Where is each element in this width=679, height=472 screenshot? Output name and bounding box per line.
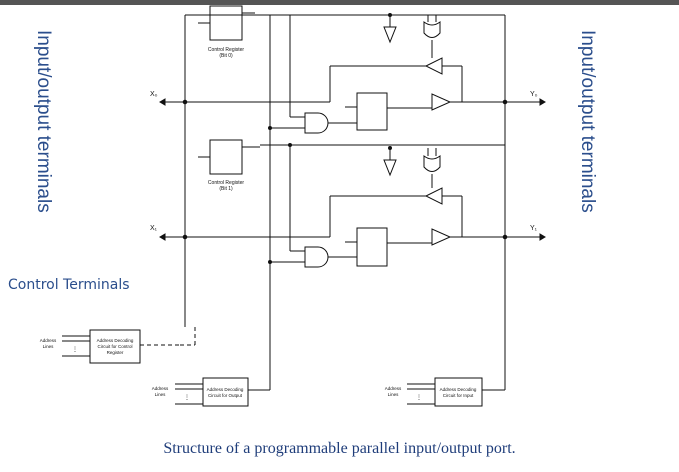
decoder-control-register: Address Lines ⋮ Address Decoding Circuit… — [40, 329, 180, 364]
latch-bit0 — [356, 92, 388, 131]
buffer-bit0-left — [424, 57, 443, 75]
svg-text:⋮: ⋮ — [72, 347, 78, 353]
svg-text:Lines: Lines — [155, 392, 167, 397]
buffer-bit1-right — [431, 228, 452, 246]
svg-text:Circuit for Input: Circuit for Input — [443, 393, 474, 398]
control-register-bit0-sub: (Bit 0) — [219, 53, 233, 59]
latch-bit1 — [356, 227, 388, 267]
decoder-input-box — [434, 377, 483, 407]
svg-text:⋮: ⋮ — [184, 395, 190, 401]
control-register-bit1-label: Control Register — [208, 180, 244, 186]
buffer-bit0-right — [431, 93, 452, 111]
y0-terminal-label: Y₀ — [530, 91, 538, 98]
svg-text:Address: Address — [40, 338, 57, 343]
y1-terminal-label: Y₁ — [530, 225, 538, 232]
or-gate-bit0 — [423, 21, 441, 38]
decoder-control-box — [89, 329, 141, 364]
svg-text:Register: Register — [107, 350, 124, 355]
bit1-section: Control Register (Bit 1) X₁ Y₁ — [150, 139, 546, 268]
control-terminals-label: Control Terminals — [8, 277, 130, 293]
bit0-section: Control Register (Bit 0) X₀ Y₀ — [150, 5, 546, 134]
x0-terminal-label: X₀ — [150, 91, 158, 98]
svg-text:Circuit for Output: Circuit for Output — [208, 393, 243, 398]
svg-text:⋮: ⋮ — [416, 395, 422, 401]
svg-text:Address: Address — [152, 386, 169, 391]
and-gate-bit0 — [304, 112, 329, 134]
buffer-bit0-down — [383, 26, 397, 44]
svg-text:Lines: Lines — [43, 344, 55, 349]
svg-text:Address Decoding: Address Decoding — [440, 387, 477, 392]
and-gate-bit1 — [304, 246, 329, 268]
control-register-bit0-label: Control Register — [208, 47, 244, 53]
control-register-bit1 — [209, 139, 243, 175]
svg-text:Circuit for Control: Circuit for Control — [97, 344, 132, 349]
decoder-output-box — [202, 377, 249, 407]
figure-caption: Structure of a programmable parallel inp… — [163, 440, 516, 457]
right-io-terminals-label: Input/output terminals — [577, 30, 598, 213]
decoder-input: Address Lines ⋮ Address Decoding Circuit… — [385, 377, 483, 407]
x1-terminal-label: X₁ — [150, 225, 158, 232]
svg-text:Address Decoding: Address Decoding — [97, 338, 134, 343]
decoder-output: Address Lines ⋮ Address Decoding Circuit… — [152, 377, 249, 407]
left-io-terminals-label: Input/output terminals — [33, 30, 54, 213]
control-register-bit0 — [209, 5, 243, 41]
svg-text:Address Decoding: Address Decoding — [207, 387, 244, 392]
top-bar — [0, 0, 679, 5]
or-gate-bit1 — [423, 155, 441, 172]
buffer-bit1-left — [424, 187, 443, 205]
svg-text:Address: Address — [385, 386, 402, 391]
svg-text:Lines: Lines — [388, 392, 400, 397]
buffer-bit1-down — [383, 159, 397, 177]
control-register-bit1-sub: (Bit 1) — [219, 186, 233, 192]
